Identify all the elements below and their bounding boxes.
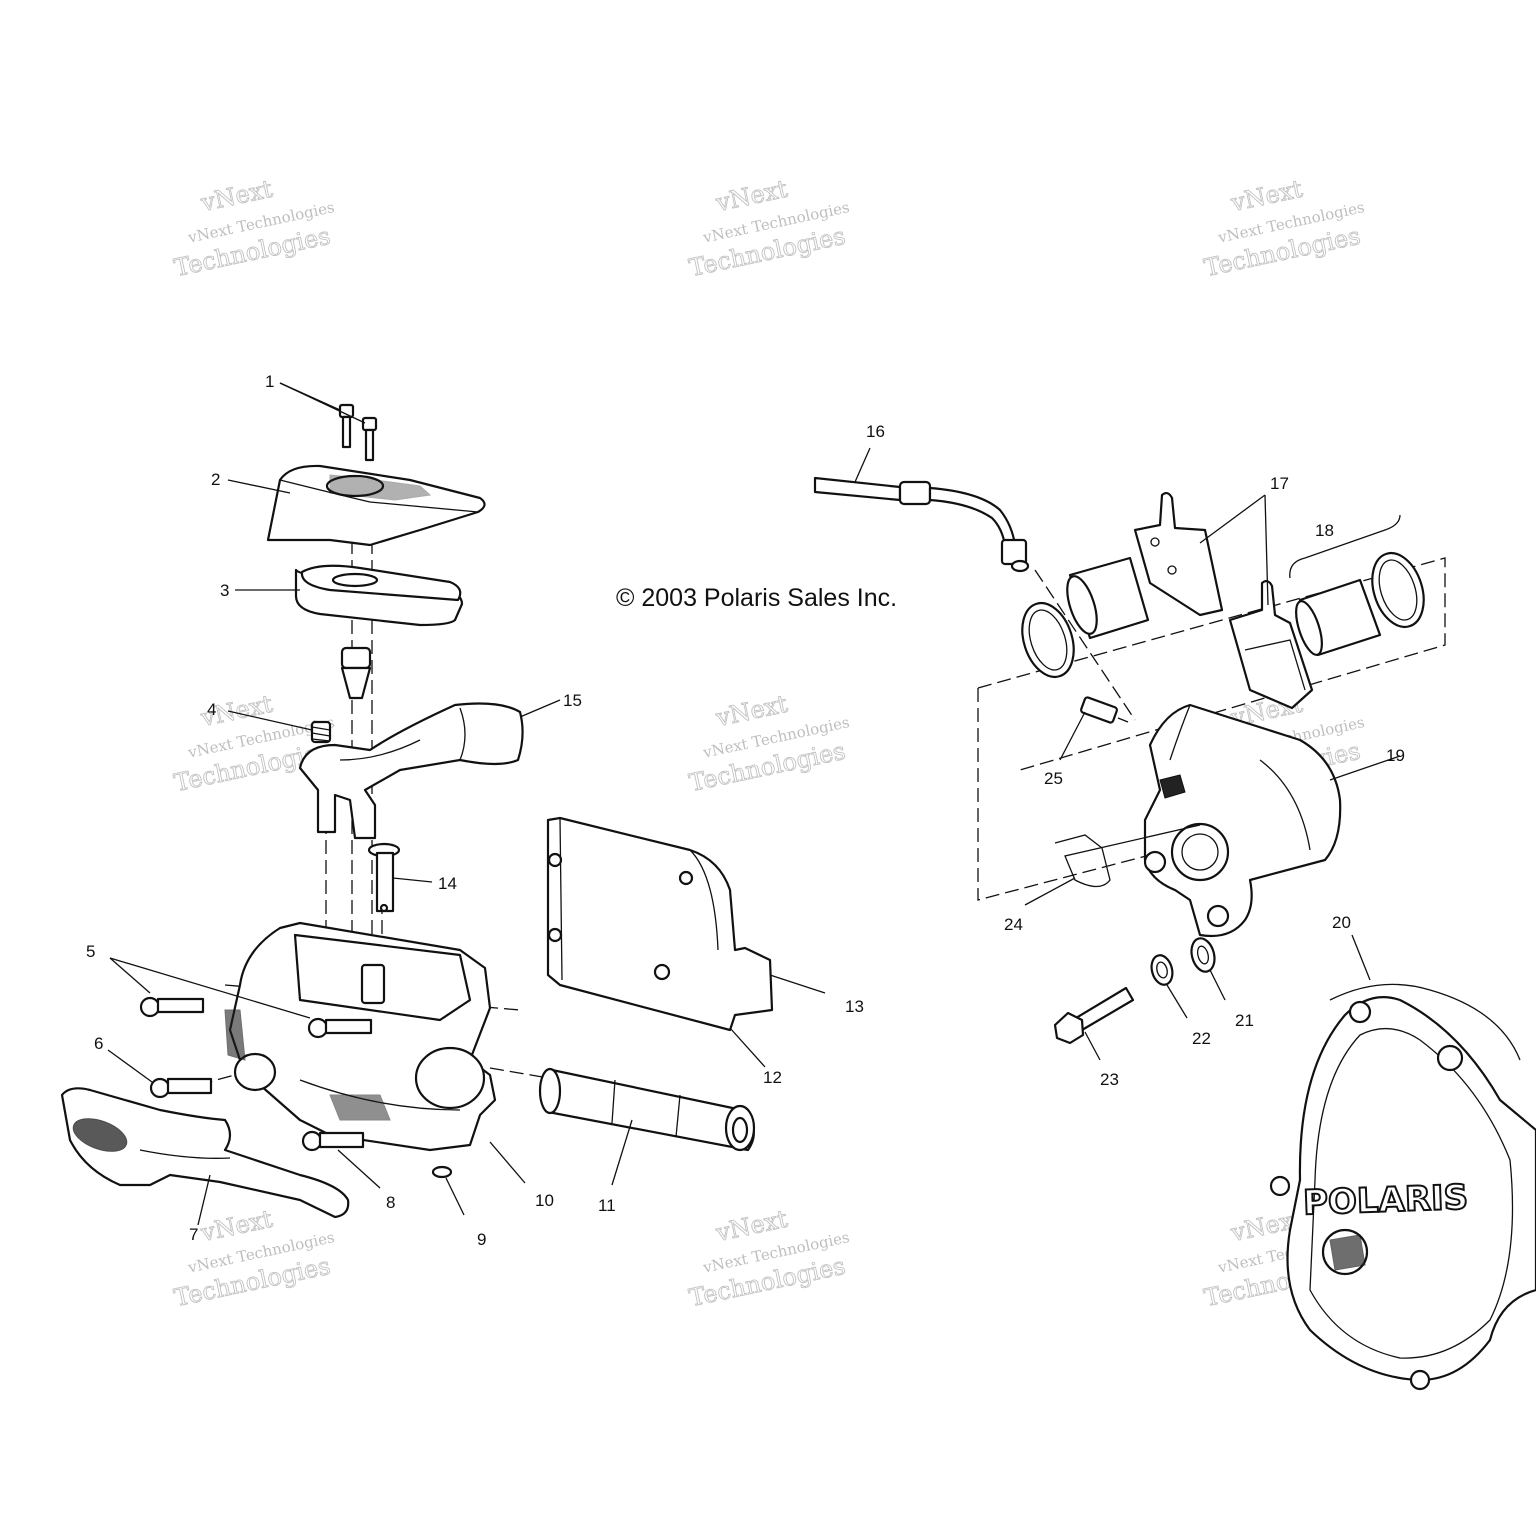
svg-text:vNext: vNext <box>713 175 791 218</box>
callout-24: 24 <box>1004 915 1023 934</box>
callout-11: 11 <box>598 1196 616 1215</box>
callout-2: 2 <box>211 470 220 489</box>
part-6-screw <box>149 1077 213 1099</box>
watermark-mid-center: vNext vNext Technologies Technologies <box>686 689 851 797</box>
callout-19: 19 <box>1386 746 1405 765</box>
callout-20: 20 <box>1332 913 1351 932</box>
callout-3: 3 <box>220 581 229 600</box>
watermark-top-left: vNext vNext Technologies Technologies <box>171 174 336 282</box>
svg-text:vNext: vNext <box>198 175 276 218</box>
part-9-clip <box>431 1165 453 1179</box>
callout-10: 10 <box>535 1191 554 1210</box>
callout-22: 22 <box>1192 1029 1211 1048</box>
callout-23: 23 <box>1100 1070 1119 1089</box>
bracket-18 <box>1289 514 1401 579</box>
copyright-text: © 2003 Polaris Sales Inc. <box>616 584 897 612</box>
callout-5: 5 <box>86 942 95 961</box>
part-23-caliper-bolt <box>1053 986 1135 1045</box>
svg-text:vNext: vNext <box>713 1205 791 1248</box>
part-14-pivot-pin <box>367 842 401 913</box>
part-8-screw <box>301 1130 365 1152</box>
svg-text:vNext: vNext <box>198 1205 276 1248</box>
callout-15: 15 <box>563 691 582 710</box>
part-18-piston <box>1295 578 1382 657</box>
caliper-assembly-frame <box>977 557 1446 901</box>
callout-1: 1 <box>265 372 274 391</box>
part-22-lock-washer <box>1150 954 1174 986</box>
part-7-brake-lever <box>60 1087 350 1219</box>
part-11-handlebar-grip <box>538 1067 756 1152</box>
svg-text:vNext: vNext <box>713 690 791 733</box>
callout-9: 9 <box>477 1230 486 1249</box>
part-19-caliper-body <box>1143 703 1342 938</box>
part-17-brake-pad-outer <box>1133 491 1224 617</box>
part-3-diaphragm <box>294 564 464 627</box>
polaris-logo: POLARIS <box>1302 1178 1468 1224</box>
callout-12: 12 <box>763 1068 782 1087</box>
leader-lines <box>107 382 1401 1226</box>
callout-8: 8 <box>386 1193 395 1212</box>
part-21-washer <box>1190 937 1216 973</box>
watermark-bottom-left: vNext vNext Technologies Technologies <box>171 1204 336 1312</box>
callout-14: 14 <box>438 874 457 893</box>
part-4-spring <box>310 720 332 744</box>
part-25-bleeder-valve <box>1080 696 1129 724</box>
callout-7: 7 <box>189 1225 198 1244</box>
part-12-housing-cover <box>546 816 774 1032</box>
svg-text:vNext: vNext <box>1228 175 1306 218</box>
part-18-seal <box>1371 552 1425 628</box>
part-10-master-cylinder-body <box>224 921 497 1152</box>
part-2-reservoir-cover <box>266 464 486 547</box>
reservoir-float <box>340 646 372 700</box>
watermark-top-right: vNext vNext Technologies Technologies <box>1201 174 1366 282</box>
watermark-top-center: vNext vNext Technologies Technologies <box>686 174 851 282</box>
callout-17: 17 <box>1270 474 1289 493</box>
callout-4: 4 <box>207 700 216 719</box>
part-16-brake-line <box>813 476 1030 573</box>
part-17-brake-pad-inner <box>1228 579 1314 710</box>
caliper-piston-left <box>1066 556 1150 640</box>
callout-18: 18 <box>1315 521 1334 540</box>
part-15-throttle-lever <box>298 702 524 840</box>
callout-labels: 1 2 3 4 5 6 7 8 9 10 11 12 13 14 15 16 1… <box>86 372 1405 1249</box>
callout-25: 25 <box>1044 769 1063 788</box>
callout-16: 16 <box>866 422 885 441</box>
caliper-seal-left <box>1021 602 1075 678</box>
callout-13: 13 <box>845 997 864 1016</box>
part-5-mounting-screw-2 <box>307 1017 373 1039</box>
part-5-mounting-screw <box>139 996 205 1018</box>
callout-6: 6 <box>94 1034 103 1053</box>
part-1-cover-screws <box>338 403 378 462</box>
watermark-bottom-center: vNext vNext Technologies Technologies <box>686 1204 851 1312</box>
part-24-retaining-pin <box>1054 824 1201 888</box>
part-20-brake-cover: POLARIS <box>1269 983 1536 1391</box>
callout-21: 21 <box>1235 1011 1254 1030</box>
